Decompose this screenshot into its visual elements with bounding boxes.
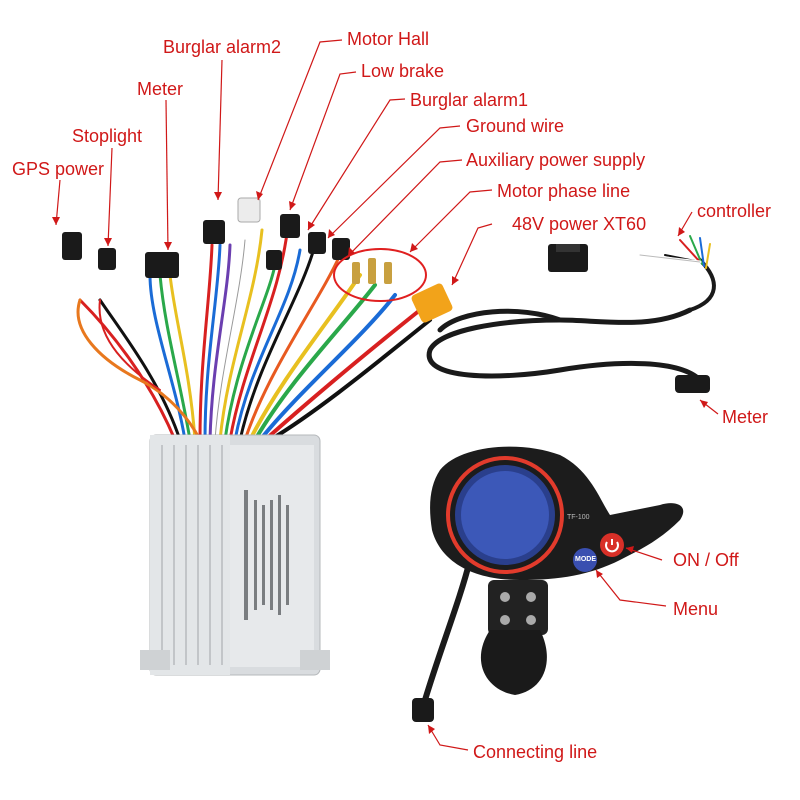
label-48v-power-xt60: 48V power XT60 xyxy=(512,214,647,234)
label-on-off: ON / Off xyxy=(673,550,739,570)
white-connector xyxy=(237,197,261,223)
callout-burglar-alarm1 xyxy=(307,98,406,231)
display-unit xyxy=(412,446,684,722)
callout-lines xyxy=(55,39,719,751)
phase-highlight-circle xyxy=(333,248,427,302)
burglar-alarm1-connector xyxy=(308,232,326,254)
label-stoplight: Stoplight xyxy=(72,126,143,146)
callout-stoplight xyxy=(107,147,113,247)
motor-hall-connector xyxy=(280,214,300,238)
phase-terminal xyxy=(384,262,392,284)
label-meter-right: Meter xyxy=(722,407,769,427)
low-brake-connector xyxy=(266,250,282,270)
gps-power-connector xyxy=(62,232,82,260)
label-controller: controller xyxy=(697,201,772,221)
xt60-connector xyxy=(411,283,453,323)
handlebar-clamp xyxy=(488,580,548,635)
label-meter-top: Meter xyxy=(137,79,184,99)
model-code-text: TF-100 xyxy=(567,514,590,521)
phase-terminal xyxy=(368,258,376,284)
stoplight-connector xyxy=(98,248,116,270)
label-motor-phase-line: Motor phase line xyxy=(497,181,631,201)
callout-ground-wire xyxy=(327,125,461,239)
label-gps-power: GPS power xyxy=(12,159,105,179)
callout-menu xyxy=(595,569,667,607)
meter-connector xyxy=(145,252,179,278)
wire-bundle xyxy=(76,223,432,442)
callout-xt60 xyxy=(451,223,493,286)
label-burglar-alarm1: Burglar alarm1 xyxy=(410,90,529,110)
wire-connectors xyxy=(62,197,453,323)
callout-motor-hall xyxy=(257,39,343,201)
callout-auxiliary xyxy=(347,159,463,257)
phase-terminal xyxy=(352,262,360,284)
callout-arrowheads xyxy=(52,191,708,734)
meter-cable xyxy=(426,235,716,393)
label-auxiliary-power-supply: Auxiliary power supply xyxy=(466,150,646,170)
burglar-alarm2-connector xyxy=(203,220,225,244)
label-ground-wire: Ground wire xyxy=(466,116,565,136)
display-ring xyxy=(446,456,564,574)
label-burglar-alarm2: Burglar alarm2 xyxy=(163,37,282,57)
callout-connecting-line xyxy=(427,724,469,751)
callout-burglar-alarm2 xyxy=(217,59,223,201)
callout-low-brake xyxy=(289,71,357,211)
mode-button-text: MODE xyxy=(575,556,596,563)
mode-button[interactable] xyxy=(573,548,597,572)
label-low-brake: Low brake xyxy=(361,61,445,81)
label-motor-hall: Motor Hall xyxy=(347,29,430,49)
label-connecting-line: Connecting line xyxy=(473,742,598,762)
controller-box xyxy=(140,434,330,676)
label-menu: Menu xyxy=(673,599,719,619)
callout-meter-top xyxy=(165,99,169,251)
connecting-line-plug xyxy=(412,698,434,722)
ground-wire-connector xyxy=(332,238,350,260)
callout-motor-phase xyxy=(409,189,493,253)
spare-connector-slot xyxy=(556,244,580,252)
